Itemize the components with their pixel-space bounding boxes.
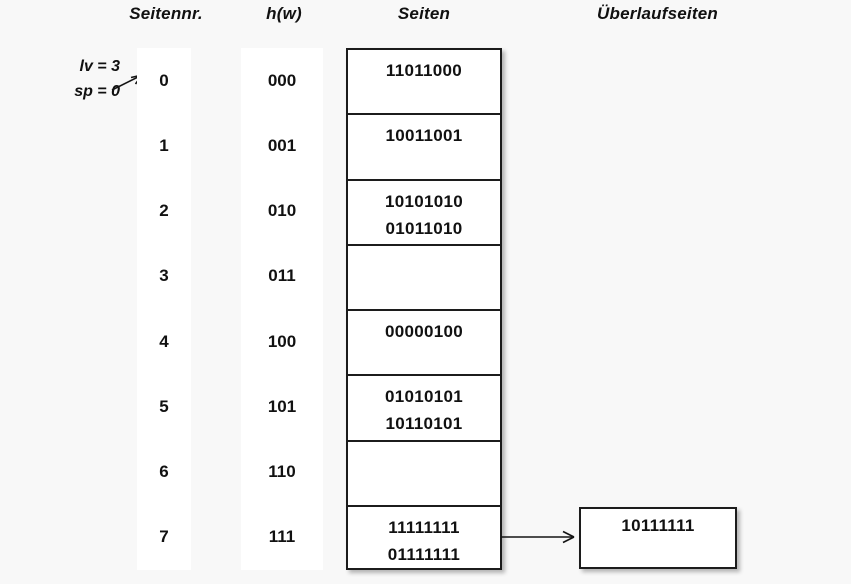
seitennr-cell: 6	[159, 462, 169, 482]
column-hash-values: 000 001 010 011 100 101 110 111	[241, 48, 323, 570]
arrow-right-icon	[501, 530, 575, 544]
parameter-lv: lv = 3	[79, 58, 120, 75]
seiten-page-row: 11011000	[348, 50, 500, 116]
seitennr-cell: 0	[159, 70, 169, 90]
column-header-seiten: Seiten	[397, 4, 451, 23]
seitennr-cell: 5	[159, 396, 169, 416]
hash-value-cell: 100	[267, 331, 297, 351]
column-header-hash-function: h(w)	[266, 4, 302, 23]
seiten-entry: 10110101	[385, 414, 463, 434]
parameter-annotation: lv = 3 sp = 0	[40, 54, 120, 104]
seiten-page-row: 10101010 01011010	[348, 181, 500, 246]
column-header-seitennr: Seitennr.	[129, 4, 203, 23]
seiten-page-row: 10011001	[348, 115, 500, 181]
seiten-entry: 11011000	[385, 61, 463, 80]
seitennr-cell: 4	[159, 331, 169, 351]
hash-value-cell: 110	[268, 462, 296, 482]
seitennr-cell: 1	[159, 135, 169, 155]
overflow-page-entry: 10111111	[621, 516, 695, 535]
seiten-entry: 01011010	[385, 218, 463, 238]
hash-value-cell: 000	[267, 70, 297, 90]
seiten-entry: 10011001	[385, 126, 463, 146]
column-header-ueberlaufseiten: Überlaufseiten	[597, 4, 718, 23]
column-seitennr: 0 1 2 3 4 5 6 7	[137, 48, 191, 570]
hash-value-cell: 111	[268, 527, 296, 547]
seiten-page-row: 11111111 01111111	[348, 507, 500, 572]
seiten-page-row: 00000100	[348, 311, 500, 377]
seitennr-cell: 2	[159, 201, 169, 221]
seiten-entry: 01010101	[384, 387, 464, 407]
overflow-page-box: 10111111	[579, 507, 737, 569]
seiten-entry: 01111111	[387, 544, 461, 564]
parameter-sp: sp = 0	[74, 83, 120, 100]
seiten-entry: 10101010	[384, 191, 464, 211]
seiten-page-row: 01010101 10110101	[348, 376, 500, 442]
seiten-entry: 11111111	[388, 517, 460, 537]
seiten-table: 11011000 10011001 10101010 01011010 00000100…	[346, 48, 502, 570]
hash-value-cell: 011	[268, 266, 296, 286]
seiten-entry: 00000100	[384, 322, 464, 341]
seiten-page-row	[348, 246, 500, 311]
hash-value-cell: 101	[267, 396, 297, 416]
hash-value-cell: 010	[267, 201, 297, 221]
seiten-page-row	[348, 442, 500, 507]
hash-value-cell: 001	[267, 135, 297, 155]
seitennr-cell: 3	[159, 266, 169, 286]
seitennr-cell: 7	[159, 527, 169, 547]
